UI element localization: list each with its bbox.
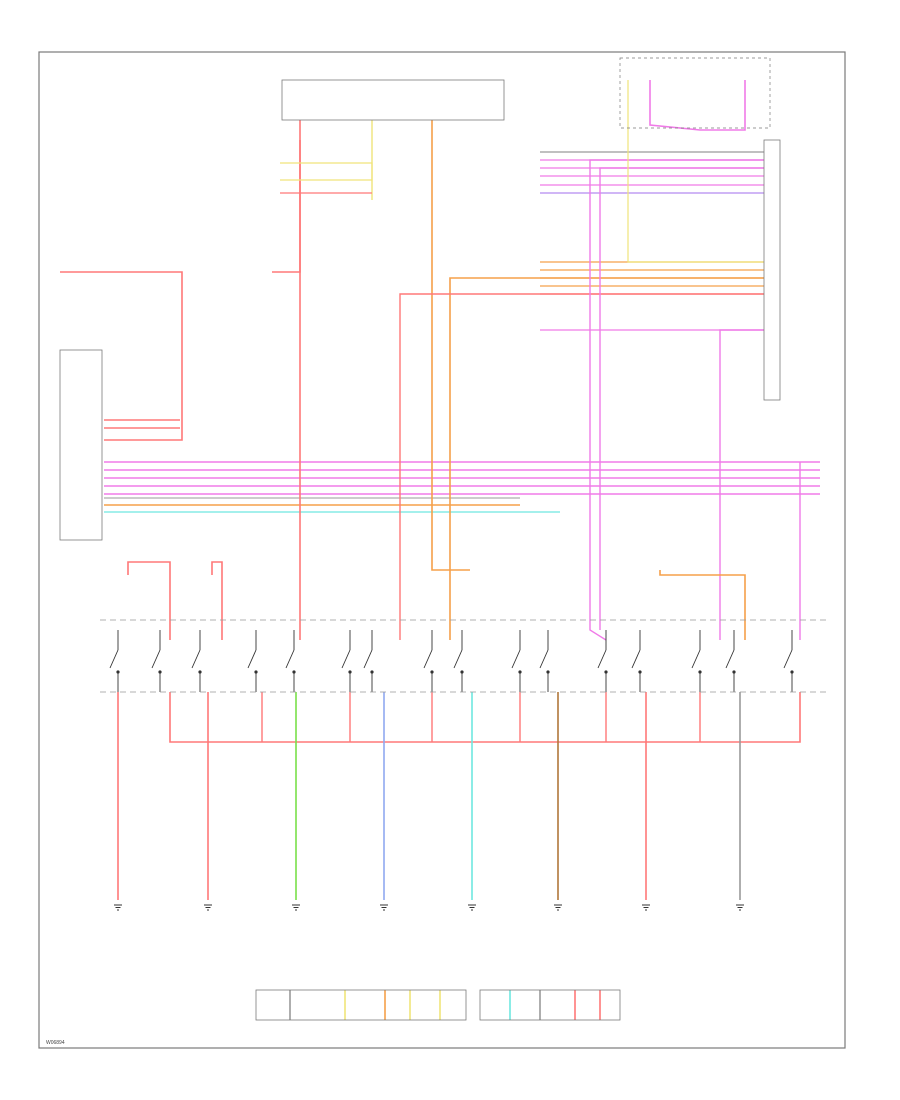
- relay-contact: [191, 630, 202, 692]
- ground-symbol: [380, 904, 388, 911]
- relay-contact: [783, 630, 794, 692]
- relay-contact: [691, 630, 702, 692]
- red-jumper-wire: [127, 561, 171, 640]
- relay-contact: [341, 630, 352, 692]
- footer-code: W06894: [46, 1040, 65, 1046]
- relay-contact: [597, 630, 608, 692]
- relay-contact: [631, 630, 642, 692]
- diagram-border: [38, 51, 846, 1049]
- yellow-loop-wire: [280, 162, 373, 181]
- bottom-right-connector: [479, 989, 621, 1021]
- pink-module-wire: [649, 80, 746, 131]
- pink-long-wire: [599, 167, 764, 630]
- red-feed-wire: [60, 271, 183, 441]
- relay-contact: [453, 630, 464, 692]
- relay-contact: [109, 630, 120, 692]
- bottom-left-connector: [255, 989, 467, 1021]
- red-long-wire: [399, 293, 764, 640]
- relay-contact: [285, 630, 296, 692]
- red-jumper-wire: [211, 561, 223, 640]
- ground-symbol: [736, 904, 744, 911]
- relay-contact: [423, 630, 434, 692]
- left-connector-block: [59, 349, 103, 541]
- ground-layer: [114, 904, 744, 911]
- relay-contact: [247, 630, 258, 692]
- orange-long-wire: [449, 277, 764, 640]
- relay-contact: [363, 630, 374, 692]
- top-right-module: [619, 57, 771, 129]
- relay-switch-layer: [109, 630, 794, 692]
- ground-symbol: [468, 904, 476, 911]
- fuse-box: [281, 79, 505, 121]
- orange-wire: [431, 120, 470, 571]
- ground-symbol: [292, 904, 300, 911]
- orange-right-wire: [659, 570, 746, 640]
- red-bottom-bus: [169, 692, 801, 743]
- ground-symbol: [204, 904, 212, 911]
- wire-layer: [60, 80, 820, 1020]
- relay-contact: [151, 630, 162, 692]
- ground-symbol: [554, 904, 562, 911]
- relay-contact: [725, 630, 736, 692]
- pink-long-wire: [589, 159, 764, 641]
- ground-symbol: [642, 904, 650, 911]
- pink-long-wire: [719, 329, 764, 640]
- red-feed-wire: [272, 140, 301, 273]
- relay-contact: [511, 630, 522, 692]
- right-connector-block: [763, 139, 781, 401]
- relay-contact: [539, 630, 550, 692]
- ground-symbol: [114, 904, 122, 911]
- yellow-long-wire: [627, 80, 764, 263]
